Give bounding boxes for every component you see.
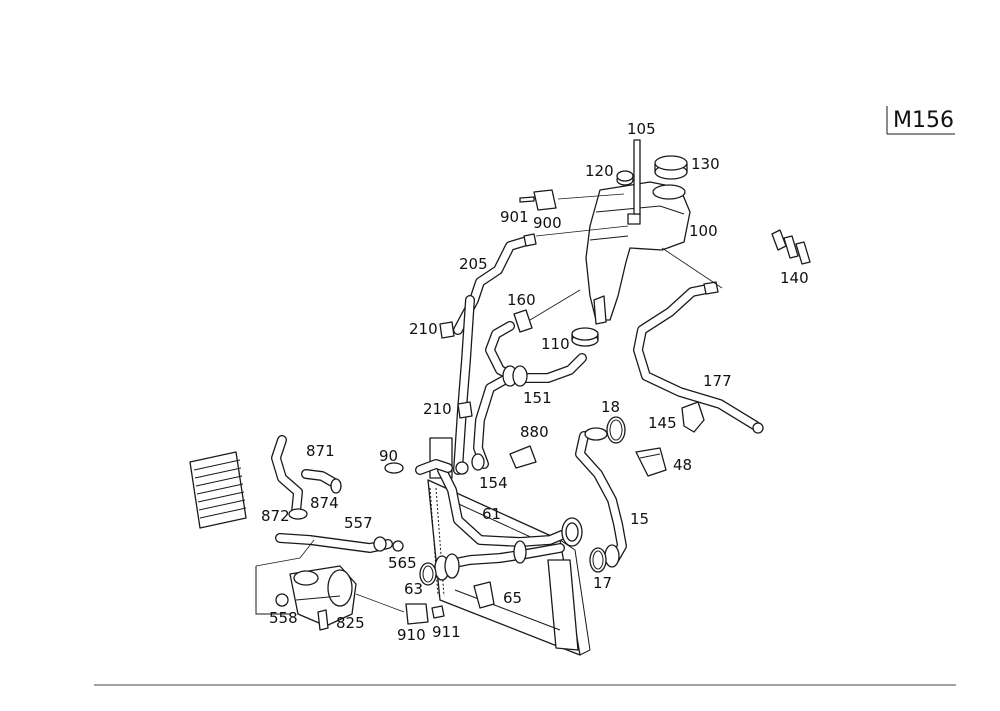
- callout-880: 880: [520, 423, 549, 441]
- callout-65: 65: [503, 589, 522, 607]
- callout-825: 825: [336, 614, 365, 632]
- leader-lines: [255, 140, 723, 613]
- callout-105: 105: [627, 120, 656, 138]
- callout-901: 901: [500, 208, 529, 226]
- callout-177: 177: [703, 372, 732, 390]
- hose-clip-140: [771, 229, 811, 265]
- callout-210-lower: 210: [423, 400, 452, 418]
- model-code-label: M156: [893, 108, 954, 133]
- callout-154: 154: [479, 474, 508, 492]
- callout-18: 18: [601, 398, 620, 416]
- callout-90: 90: [379, 447, 398, 465]
- electrical-connector-900: [519, 189, 557, 211]
- callout-140: 140: [780, 269, 809, 287]
- hose-bracket-160: [513, 309, 533, 333]
- callout-17: 17: [593, 574, 612, 592]
- callout-labels: 105 120 130 901 900 100 140 205 160 210 …: [261, 120, 809, 644]
- level-sensor: [616, 139, 641, 215]
- callout-872: 872: [261, 507, 290, 525]
- callout-160: 160: [507, 291, 536, 309]
- electric-water-pump: [255, 565, 357, 631]
- callout-145: 145: [648, 414, 677, 432]
- flange-65: [473, 581, 495, 609]
- callout-558: 558: [269, 609, 298, 627]
- callout-911: 911: [432, 623, 461, 641]
- callout-48: 48: [673, 456, 692, 474]
- hoses: [271, 235, 761, 571]
- vent-line-clip: [439, 321, 473, 419]
- callout-120: 120: [585, 162, 614, 180]
- callout-63: 63: [404, 580, 423, 598]
- callout-151: 151: [523, 389, 552, 407]
- callout-874: 874: [310, 494, 339, 512]
- oil-cooler: [189, 451, 247, 529]
- expansion-tank: [585, 181, 691, 325]
- callout-110: 110: [541, 335, 570, 353]
- callout-210-upper: 210: [409, 320, 438, 338]
- electrical-connector-910: [405, 603, 445, 625]
- callout-61: 61: [482, 505, 501, 523]
- hose-clamps: [288, 233, 764, 581]
- hose-holder-145: [635, 401, 705, 477]
- callout-130: 130: [691, 155, 720, 173]
- grommet: [571, 327, 599, 347]
- pressure-cap: [654, 155, 688, 180]
- hose-clip-880: [509, 445, 537, 469]
- callout-100: 100: [689, 222, 718, 240]
- callout-15: 15: [630, 510, 649, 528]
- callout-205: 205: [459, 255, 488, 273]
- callout-557: 557: [344, 514, 373, 532]
- callout-900: 900: [533, 214, 562, 232]
- model-code-box: M156: [886, 106, 955, 135]
- callout-565: 565: [388, 554, 417, 572]
- callout-910: 910: [397, 626, 426, 644]
- seal-rings: [419, 416, 626, 586]
- callout-871: 871: [306, 442, 335, 460]
